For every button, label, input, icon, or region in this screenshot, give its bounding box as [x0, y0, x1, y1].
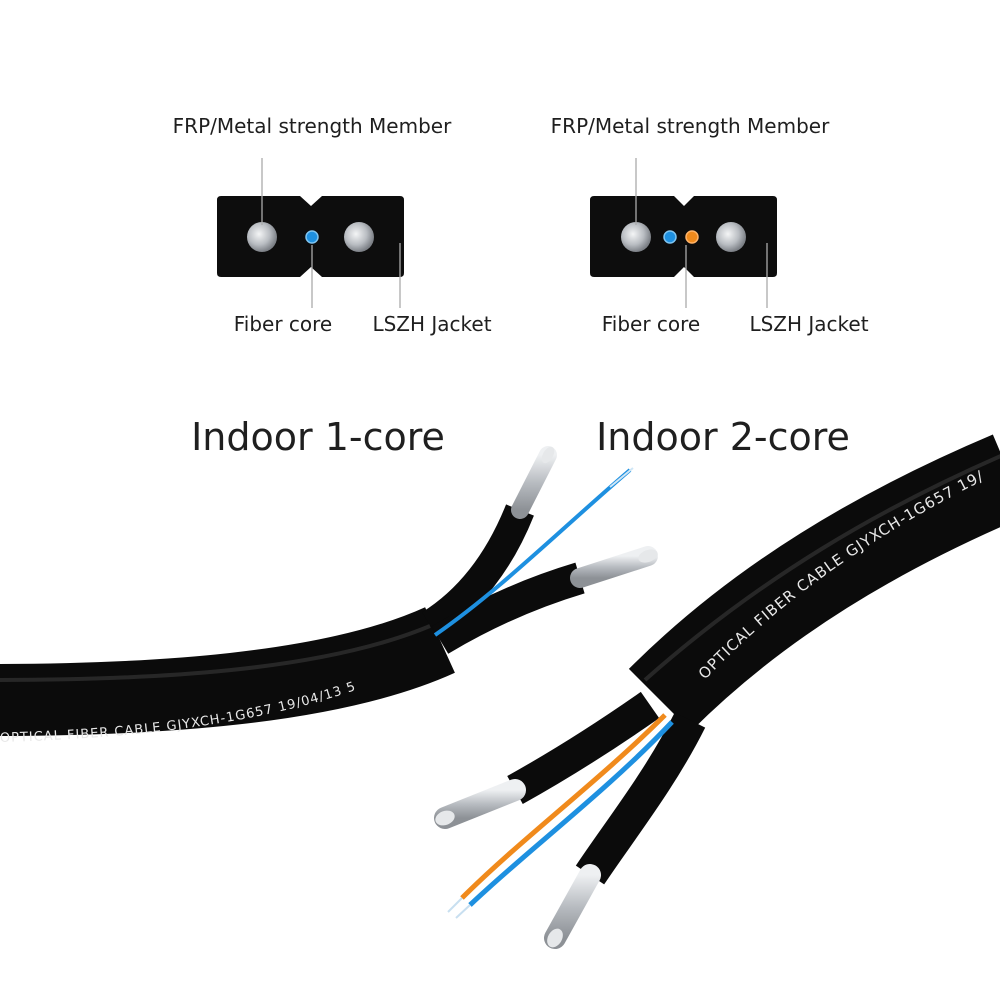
left-fiber-core — [305, 230, 319, 244]
right-blue-fiber — [468, 720, 674, 907]
right-lower-leg — [575, 712, 706, 885]
left-cross-section: FRP/Metal strength Member Fiber core LSZ… — [173, 114, 492, 336]
left-upper-wire — [511, 446, 557, 519]
right-strength-member-label: FRP/Metal strength Member — [551, 114, 830, 138]
right-jacket-label: LSZH Jacket — [749, 312, 868, 336]
left-strength-member-label: FRP/Metal strength Member — [173, 114, 452, 138]
right-lower-wire-tip — [547, 928, 563, 948]
left-cable: OPTICAL FIBER CABLE GJYXCH-1G657 19/04/1… — [0, 446, 658, 746]
right-orange-fiber — [460, 713, 667, 900]
right-strength-member-a — [621, 222, 651, 252]
right-cable-highlight — [643, 454, 1000, 682]
left-cable-title: Indoor 1-core — [191, 415, 445, 459]
right-jacket-profile — [590, 196, 777, 277]
right-upper-wire-tip — [435, 810, 455, 826]
left-fiber-core-label: Fiber core — [234, 312, 333, 336]
left-blue-fiber-tip — [609, 467, 634, 488]
right-lower-wire — [544, 864, 601, 949]
left-strength-member-a — [247, 222, 277, 252]
left-cable-body — [0, 607, 455, 736]
left-cable-highlight — [0, 624, 431, 682]
right-fiber-core-blue — [663, 230, 677, 244]
right-cable-title: Indoor 2-core — [596, 415, 850, 459]
left-lower-wire — [570, 546, 658, 588]
right-fiber-core-orange — [685, 230, 699, 244]
left-upper-leg — [421, 504, 534, 638]
left-lower-wire-tip — [638, 549, 658, 563]
left-jacket-label: LSZH Jacket — [372, 312, 491, 336]
right-cross-section: FRP/Metal strength Member Fiber core LSZ… — [551, 114, 869, 336]
left-lower-leg — [431, 562, 585, 654]
right-cable-body — [628, 434, 1000, 732]
right-upper-leg — [507, 691, 660, 804]
left-blue-fiber — [433, 468, 632, 637]
right-fiber-core-label: Fiber core — [602, 312, 701, 336]
left-upper-wire-tip — [541, 446, 555, 464]
right-strength-member-b — [716, 222, 746, 252]
right-upper-wire — [434, 779, 526, 829]
left-strength-member-b — [344, 222, 374, 252]
right-fiber-tips — [447, 897, 471, 919]
